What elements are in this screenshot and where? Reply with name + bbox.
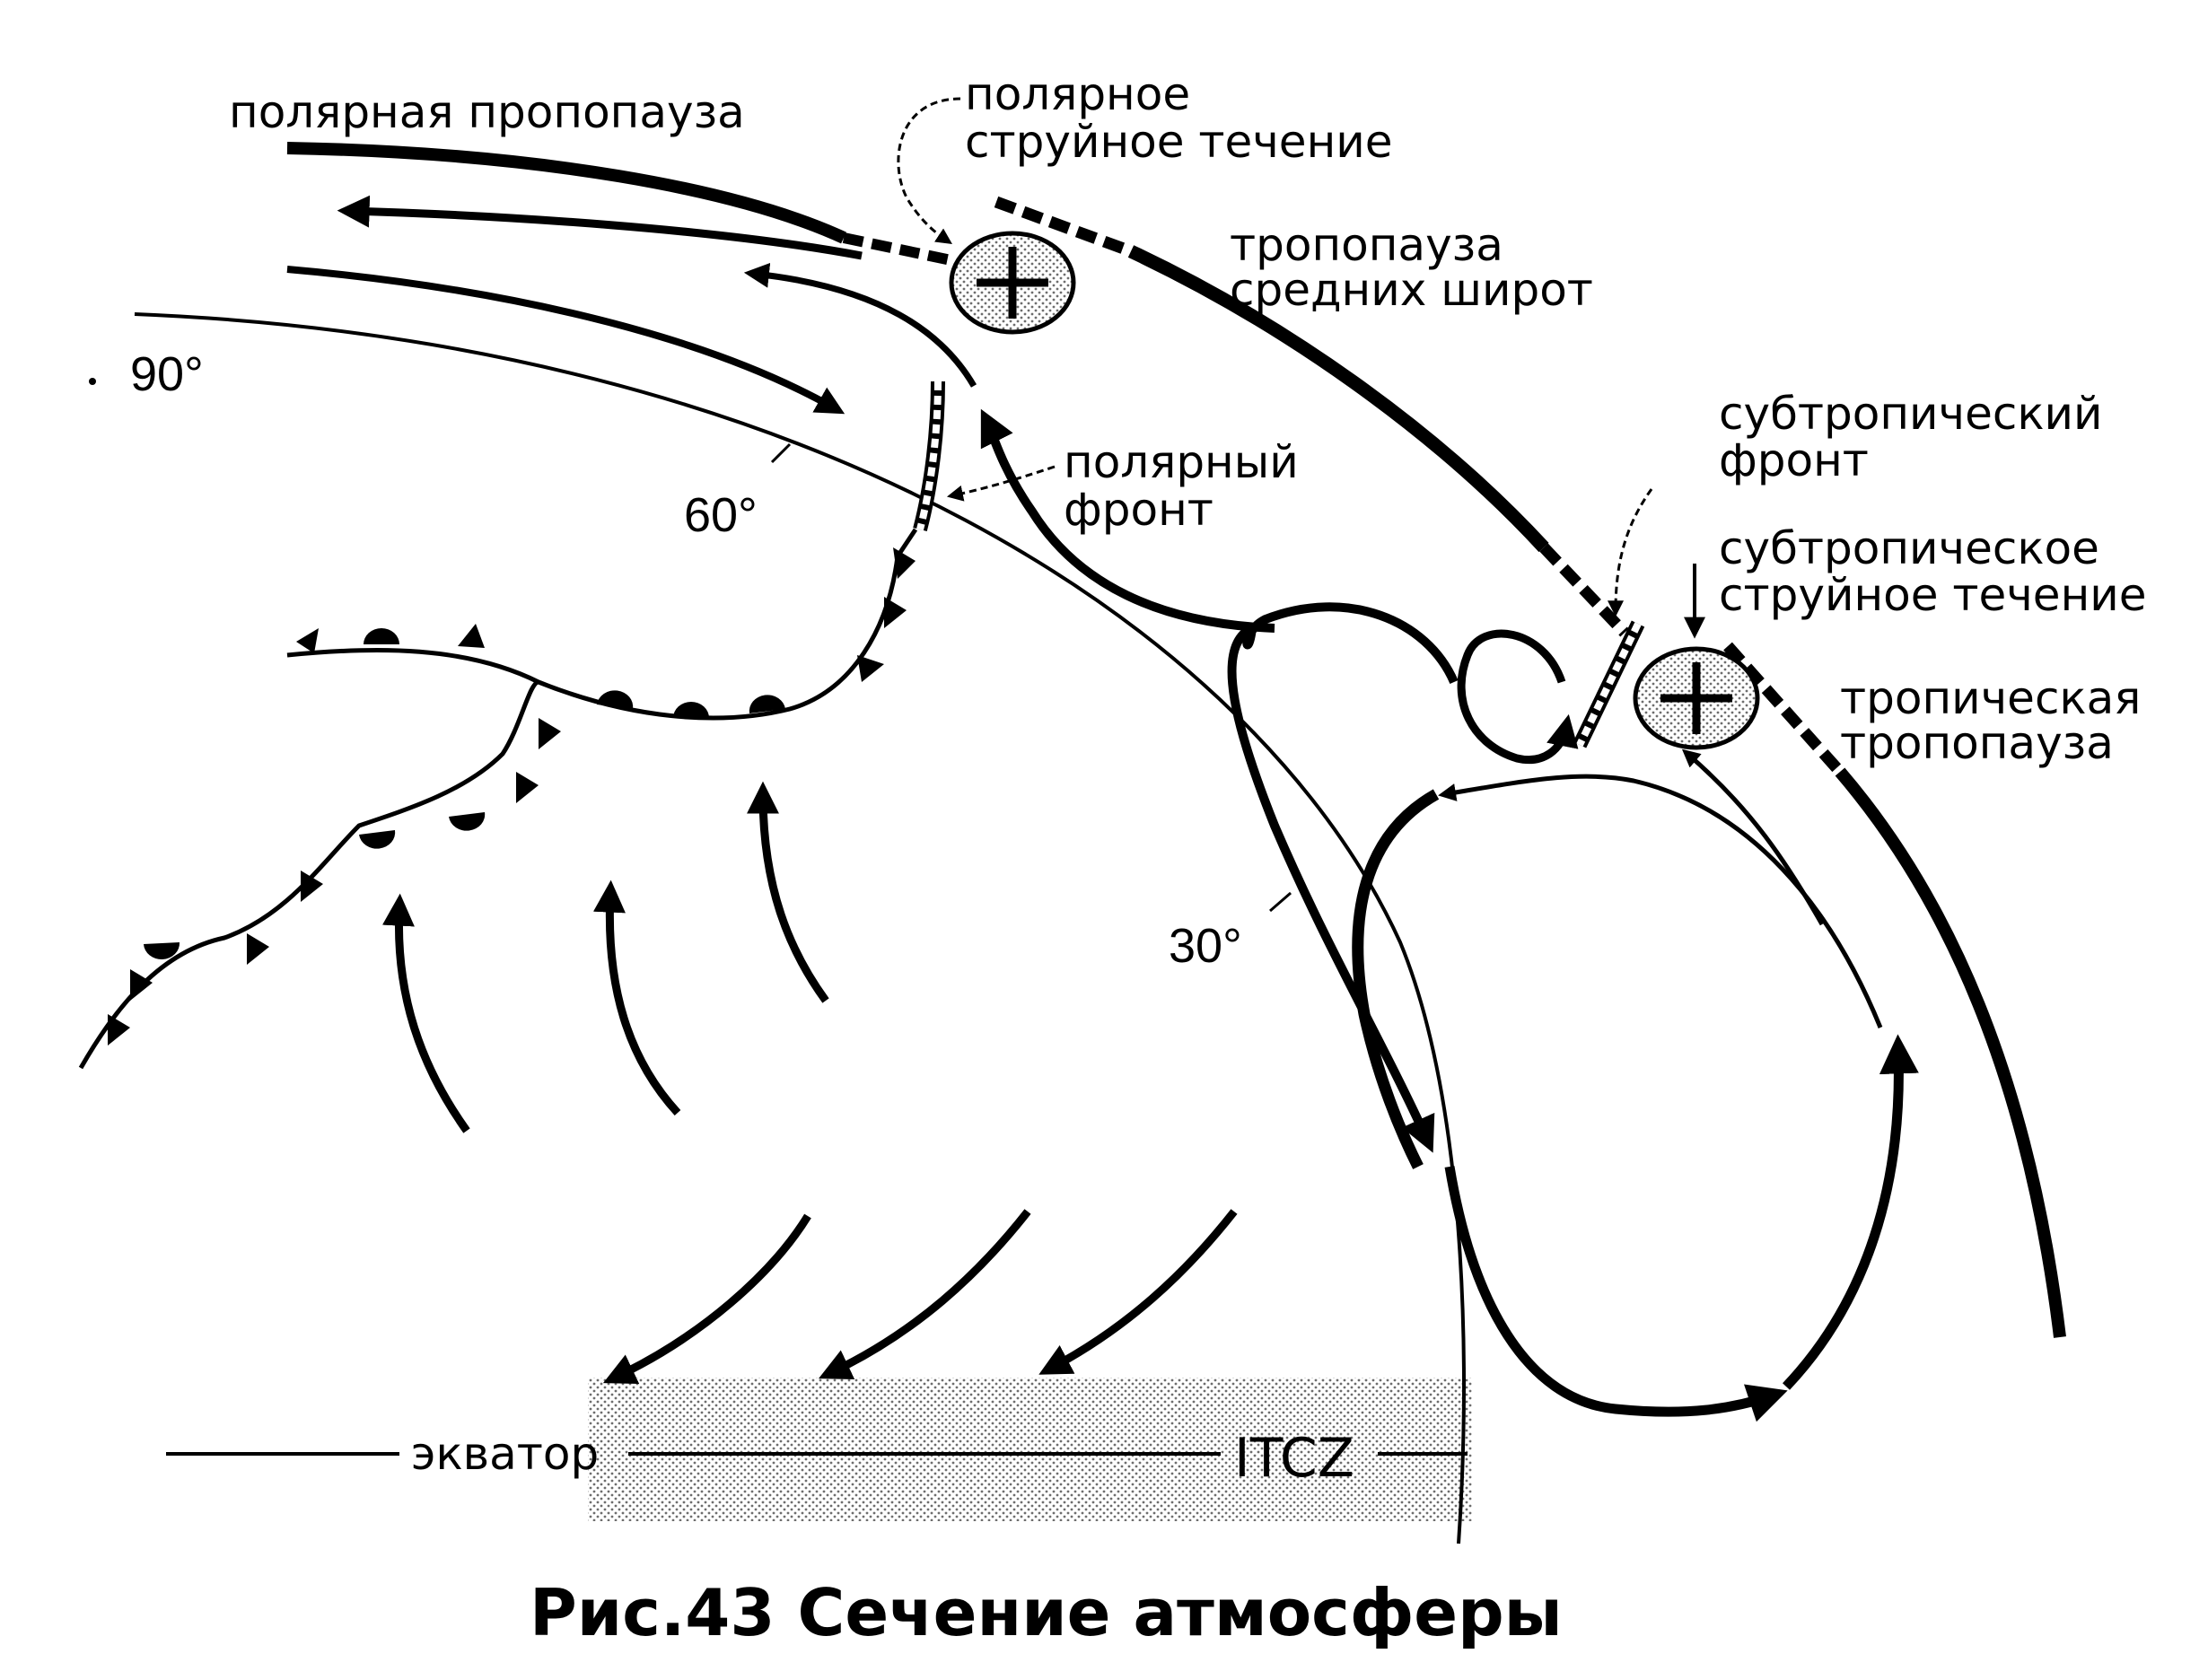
- lat60-tick: [770, 442, 792, 464]
- trade-wind-arrow-2: [818, 1209, 1031, 1380]
- polar-jet-pointer: [897, 97, 961, 244]
- label-polar-tropopause: полярная пропопауза: [229, 86, 745, 138]
- label-subtropical-jet-line1: субтропическое: [1719, 522, 2099, 574]
- itcz-zone: [588, 1378, 1472, 1521]
- label-subtropical-front-line1: субтропический: [1719, 388, 2103, 440]
- ferrel-descending-loop: [1227, 602, 1459, 1153]
- label-lat30: 30°: [1169, 919, 1242, 973]
- ferrel-rising-arrow: [980, 408, 1275, 633]
- label-equator: экватор: [411, 1428, 599, 1480]
- upper-flow-arrow-1: [337, 195, 863, 260]
- label-lat60: 60°: [684, 488, 758, 542]
- surface-front-lower: [78, 679, 540, 1070]
- label-polar-front-line1: полярный: [1064, 436, 1299, 488]
- upper-flow-arrow-3: [743, 262, 977, 388]
- label-subtropical-jet-line2: струйное течение: [1719, 569, 2147, 621]
- subtropical-front-pointer: [1608, 488, 1653, 617]
- label-polar-jet-line2: струйное течение: [965, 116, 1393, 168]
- midlatitude-tropopause-dashed-end: [1539, 543, 1629, 637]
- subtropical-front-strip-inner: [1576, 622, 1642, 747]
- trade-wind-arrow-3: [1038, 1209, 1238, 1375]
- polar-tropopause-line: [286, 142, 846, 244]
- lat90-dot: [89, 378, 96, 385]
- label-midlat-tropopause-line1: тропопауза: [1230, 219, 1503, 271]
- westerly-arrow-3: [747, 781, 829, 1003]
- hadley-cell-upper-arrow: [1438, 774, 1883, 1028]
- front-symbols: [108, 547, 916, 1046]
- midlatitude-tropopause-line: [1127, 245, 1549, 553]
- label-itcz: ITCZ: [1234, 1427, 1354, 1490]
- polar-jet-core: [949, 231, 1076, 335]
- label-polar-front-line2: фронт: [1064, 484, 1214, 536]
- label-subtropical-front-line2: фронт: [1719, 434, 1869, 486]
- polar-front-pointer: [946, 465, 1056, 502]
- label-polar-jet-line1: полярное: [965, 68, 1190, 120]
- trade-wind-arrow-1: [602, 1213, 811, 1385]
- upper-flow-arrow-2: [286, 266, 846, 415]
- small-loop-arrow: [1457, 629, 1579, 764]
- westerly-arrow-1: [381, 893, 470, 1133]
- hadley-cell-right-rising: [1783, 1034, 1919, 1390]
- subtropical-jet-core: [1633, 646, 1760, 750]
- tropical-tropopause-line: [1835, 767, 2066, 1338]
- label-tropical-tropopause-line2: тропопауза: [1840, 717, 2114, 769]
- hadley-cell-bottom-arrow: [1444, 1166, 1788, 1422]
- earth-surface-arc: [134, 312, 1467, 1544]
- polar-front-strip-inner: [916, 381, 942, 531]
- hadley-cell-left-branch: [1352, 789, 1440, 1169]
- surface-front-upper: [286, 528, 918, 721]
- figure-caption: Рис.43 Сечение атмосферы: [530, 1575, 1563, 1650]
- label-tropical-tropopause-line1: тропическая: [1840, 672, 2141, 724]
- polar-tropopause-dashed: [842, 232, 953, 266]
- westerly-arrow-2: [592, 879, 681, 1116]
- lat30-tick: [1269, 891, 1292, 913]
- hadley-cell-rising-arrow: [1681, 748, 1825, 926]
- label-lat90: 90°: [130, 347, 204, 401]
- label-midlat-tropopause-line2: средних широт: [1230, 264, 1593, 316]
- midlatitude-tropopause-dashed: [994, 196, 1134, 258]
